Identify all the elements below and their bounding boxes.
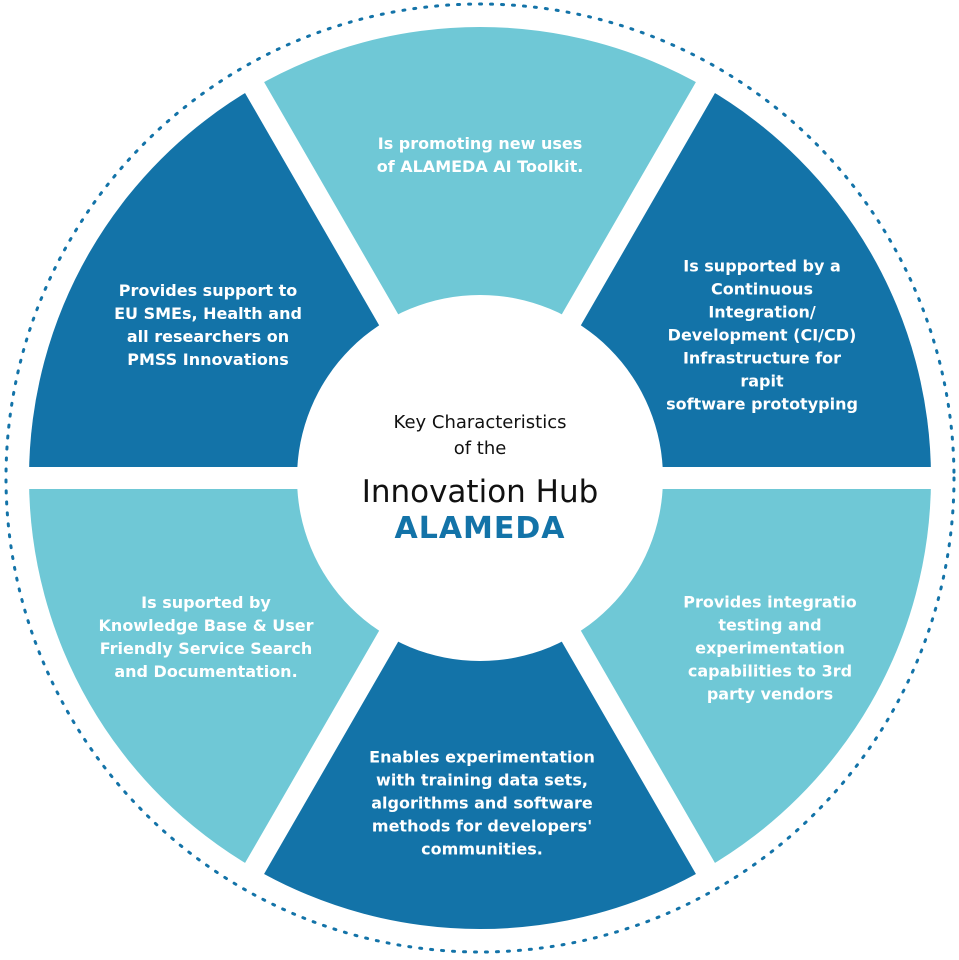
- center-circle: [297, 295, 663, 661]
- center-subtitle: Key Characteristics of the: [393, 412, 567, 459]
- segment-text-sme-support: Provides support to EU SMEs, Health and …: [114, 281, 302, 369]
- wedge-toolkit: [254, 26, 706, 479]
- segment-text-toolkit: Is promoting new uses of ALAMEDA AI Tool…: [376, 134, 584, 176]
- center-title: Innovation Hub: [361, 474, 599, 510]
- wedge-experimentation: [254, 478, 706, 929]
- center-label: Key Characteristics of the Innovation Hu…: [362, 410, 599, 546]
- segment-text-integration-testing: Provides integratio testing and experime…: [683, 592, 857, 704]
- center-brand: ALAMEDA: [394, 511, 566, 546]
- segment-text-cicd: Is supported by a Continuous Integration…: [666, 256, 858, 414]
- dotted-outer-ring: [4, 2, 956, 954]
- segment-text-experimentation: Enables experimentation with training da…: [369, 747, 595, 859]
- segment-text-knowledge-base: Is suported by Knowledge Base & User Fri…: [98, 593, 314, 681]
